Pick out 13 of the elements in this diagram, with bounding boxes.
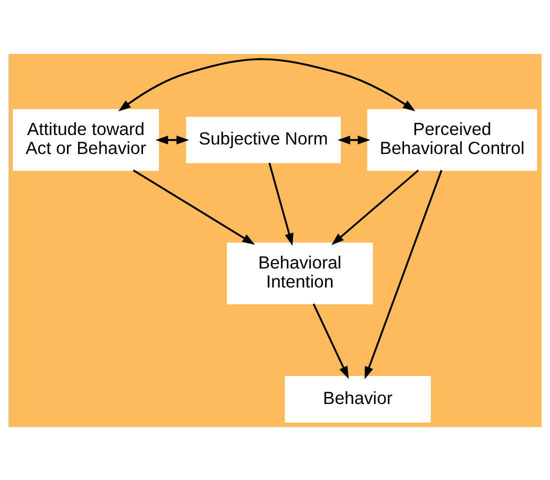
arrow bbox=[132, 169, 255, 244]
node-box: Subjective Norm bbox=[186, 116, 341, 163]
node-box: Attitude toward Act or Behavior bbox=[12, 108, 159, 170]
arrow bbox=[268, 162, 294, 246]
node-box: Perceived Behavioral Control bbox=[367, 108, 538, 170]
arrow bbox=[331, 169, 419, 245]
arrow bbox=[118, 58, 416, 111]
node-box: Behavior bbox=[284, 376, 431, 422]
arrow bbox=[338, 135, 370, 144]
arrow bbox=[312, 303, 349, 378]
node-box: Behavioral Intention bbox=[226, 242, 373, 304]
arrow bbox=[364, 169, 442, 379]
arrow bbox=[155, 135, 190, 144]
